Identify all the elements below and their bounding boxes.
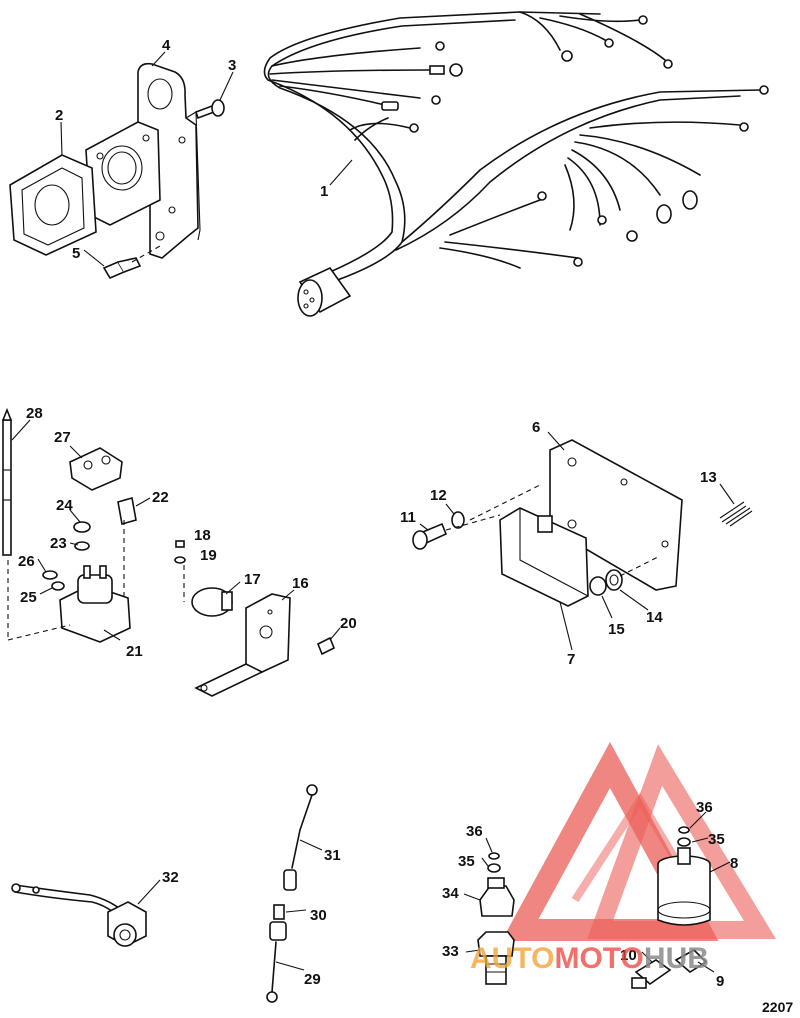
callout-6: 6 xyxy=(532,419,540,436)
callout-8: 8 xyxy=(730,855,738,872)
callout-35a: 35 xyxy=(458,853,475,870)
callout-19: 19 xyxy=(200,547,217,564)
callout-34: 34 xyxy=(442,885,459,902)
callout-28: 28 xyxy=(26,405,43,422)
callout-7: 7 xyxy=(567,651,575,668)
callout-31: 31 xyxy=(324,847,341,864)
figure-number: 2207 xyxy=(762,999,793,1015)
watermark-text: AUTOMOTOHUB xyxy=(470,942,709,975)
callout-4: 4 xyxy=(162,37,171,54)
watermark-text-moto: MOTO xyxy=(554,942,643,975)
callout-36a: 36 xyxy=(466,823,483,840)
callout-3: 3 xyxy=(228,57,236,74)
callout-17: 17 xyxy=(244,571,261,588)
callout-35b: 35 xyxy=(708,831,725,848)
callout-12: 12 xyxy=(430,487,447,504)
callout-23: 23 xyxy=(50,535,67,552)
wire-harness xyxy=(263,11,769,317)
switch-bracket xyxy=(174,540,341,697)
callout-10: 10 xyxy=(620,947,637,964)
solenoid-assembly xyxy=(1,407,151,643)
callout-15: 15 xyxy=(608,621,625,638)
callout-26: 26 xyxy=(18,553,35,570)
watermark-text-hub: HUB xyxy=(644,942,709,975)
callout-36b: 36 xyxy=(696,799,713,816)
callout-14: 14 xyxy=(646,609,663,626)
callout-11: 11 xyxy=(400,509,416,526)
sensor-32 xyxy=(11,879,161,947)
callout-32: 32 xyxy=(162,869,179,886)
callout-24: 24 xyxy=(56,497,73,514)
senders-assembly xyxy=(463,811,731,989)
callout-30: 30 xyxy=(310,907,327,924)
callout-20: 20 xyxy=(340,615,357,632)
callout-1: 1 xyxy=(320,183,328,200)
callout-9: 9 xyxy=(716,973,724,990)
callout-5: 5 xyxy=(72,245,80,262)
callout-18: 18 xyxy=(194,527,211,544)
bracket-assembly xyxy=(9,51,234,280)
callout-21: 21 xyxy=(126,643,143,660)
callout-16: 16 xyxy=(292,575,309,592)
callout-labels: 1 2 3 4 5 6 7 8 9 10 11 12 13 14 15 16 1… xyxy=(18,37,738,990)
callout-27: 27 xyxy=(54,429,71,446)
callout-33: 33 xyxy=(442,943,459,960)
module-assembly xyxy=(412,431,753,651)
callout-25: 25 xyxy=(20,589,37,606)
watermark-text-auto: AUTO xyxy=(470,942,554,975)
callout-2: 2 xyxy=(55,107,63,124)
sender-cable xyxy=(266,784,323,1003)
callout-22: 22 xyxy=(152,489,169,506)
callout-13: 13 xyxy=(700,469,717,486)
callout-29: 29 xyxy=(304,971,321,988)
